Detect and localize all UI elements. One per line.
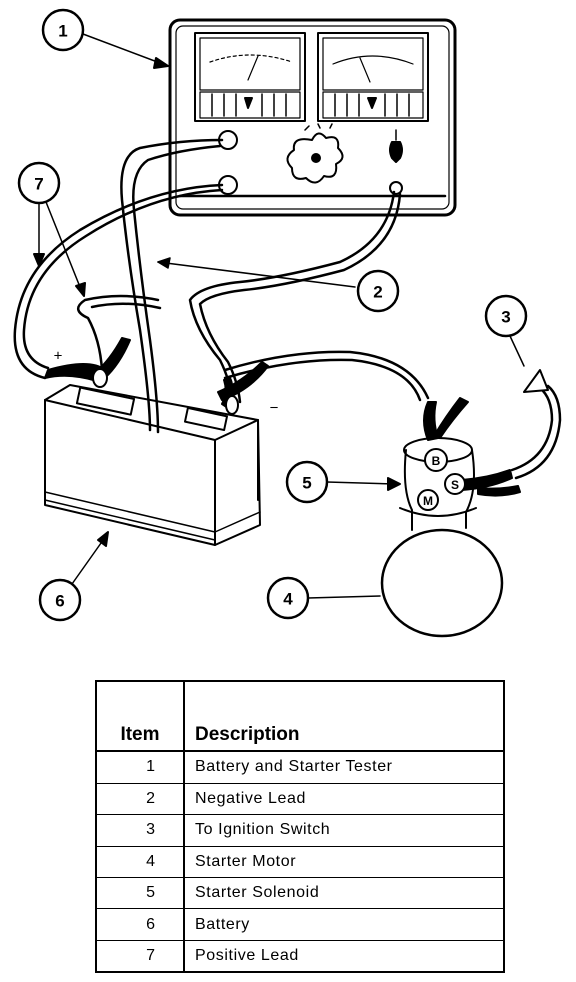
legend-item-number: 7 — [97, 940, 185, 971]
callout-4 — [266, 576, 381, 620]
starter-test-diagram: 1 2 3 4 5 6 7 + − B S M — [13, 8, 562, 638]
callout-3 — [484, 294, 528, 367]
legend-item-description: Battery — [184, 908, 503, 941]
amp-meter — [317, 32, 429, 122]
ignition-switch-arrow — [523, 369, 549, 393]
callout-5-number: 5 — [302, 474, 311, 493]
legend-row: 5 Starter Solenoid — [97, 877, 503, 910]
callout-7-number: 7 — [34, 175, 43, 194]
callout-6 — [38, 531, 109, 622]
legend-table: Item Description 1 Battery and Starter T… — [95, 680, 505, 973]
positive-clamp — [44, 337, 131, 388]
tester-ignition-jack — [389, 181, 403, 195]
legend-item-description: To Ignition Switch — [184, 814, 503, 847]
legend-item-description: Starter Motor — [184, 846, 503, 879]
legend-item-description: Positive Lead — [195, 946, 299, 964]
legend-header-item: Item — [97, 682, 185, 752]
terminal-b — [424, 448, 448, 472]
terminal-m — [417, 489, 439, 511]
legend-row: 1 Battery and Starter Tester — [97, 751, 503, 784]
legend-item-number: 5 — [97, 877, 185, 910]
legend-item-description: Battery and Starter Tester — [184, 751, 503, 784]
terminal-b-label: B — [432, 454, 441, 468]
terminal-s-label: S — [451, 478, 459, 492]
legend-row: 3 To Ignition Switch — [97, 814, 503, 847]
tester-leads — [13, 138, 562, 480]
callout-4-number: 4 — [283, 590, 293, 609]
legend-item-number: 1 — [97, 751, 185, 784]
load-control-knob — [286, 132, 344, 184]
terminal-m-label: M — [423, 494, 433, 508]
callout-1 — [41, 8, 169, 69]
callout-5 — [285, 460, 401, 504]
legend-item-number: 6 — [97, 908, 185, 941]
legend-item-description: Starter Solenoid — [184, 877, 503, 910]
volt-meter — [194, 32, 306, 122]
callout-2 — [356, 269, 400, 313]
callout-3-number: 3 — [501, 308, 510, 327]
battery — [44, 337, 269, 546]
callout-7 — [17, 161, 86, 297]
callout-2-number: 2 — [373, 283, 382, 302]
legend-item-number: 4 — [97, 846, 185, 879]
legend-row: 4 Starter Motor — [97, 846, 503, 879]
legend-item-description: Negative Lead — [184, 783, 503, 816]
legend-header-description: Description — [184, 682, 503, 752]
callout-1-number: 1 — [58, 22, 67, 41]
legend-row: 2 Negative Lead — [97, 783, 503, 816]
selector-knob — [389, 141, 403, 163]
positive-sign: + — [54, 348, 63, 365]
legend-row: 7 Positive Lead — [97, 940, 503, 971]
legend-item-number: 2 — [97, 783, 185, 816]
legend-item-number: 3 — [97, 814, 185, 847]
negative-clamp — [217, 361, 269, 415]
starter-motor — [380, 528, 504, 638]
solenoid-terminals — [417, 448, 466, 511]
legend-row: 6 Battery — [97, 908, 503, 941]
terminal-s — [444, 473, 466, 495]
starter-solenoid — [399, 397, 521, 531]
callout-6-number: 6 — [55, 592, 64, 611]
callout-2-leader — [157, 257, 356, 288]
negative-sign: − — [270, 400, 279, 417]
